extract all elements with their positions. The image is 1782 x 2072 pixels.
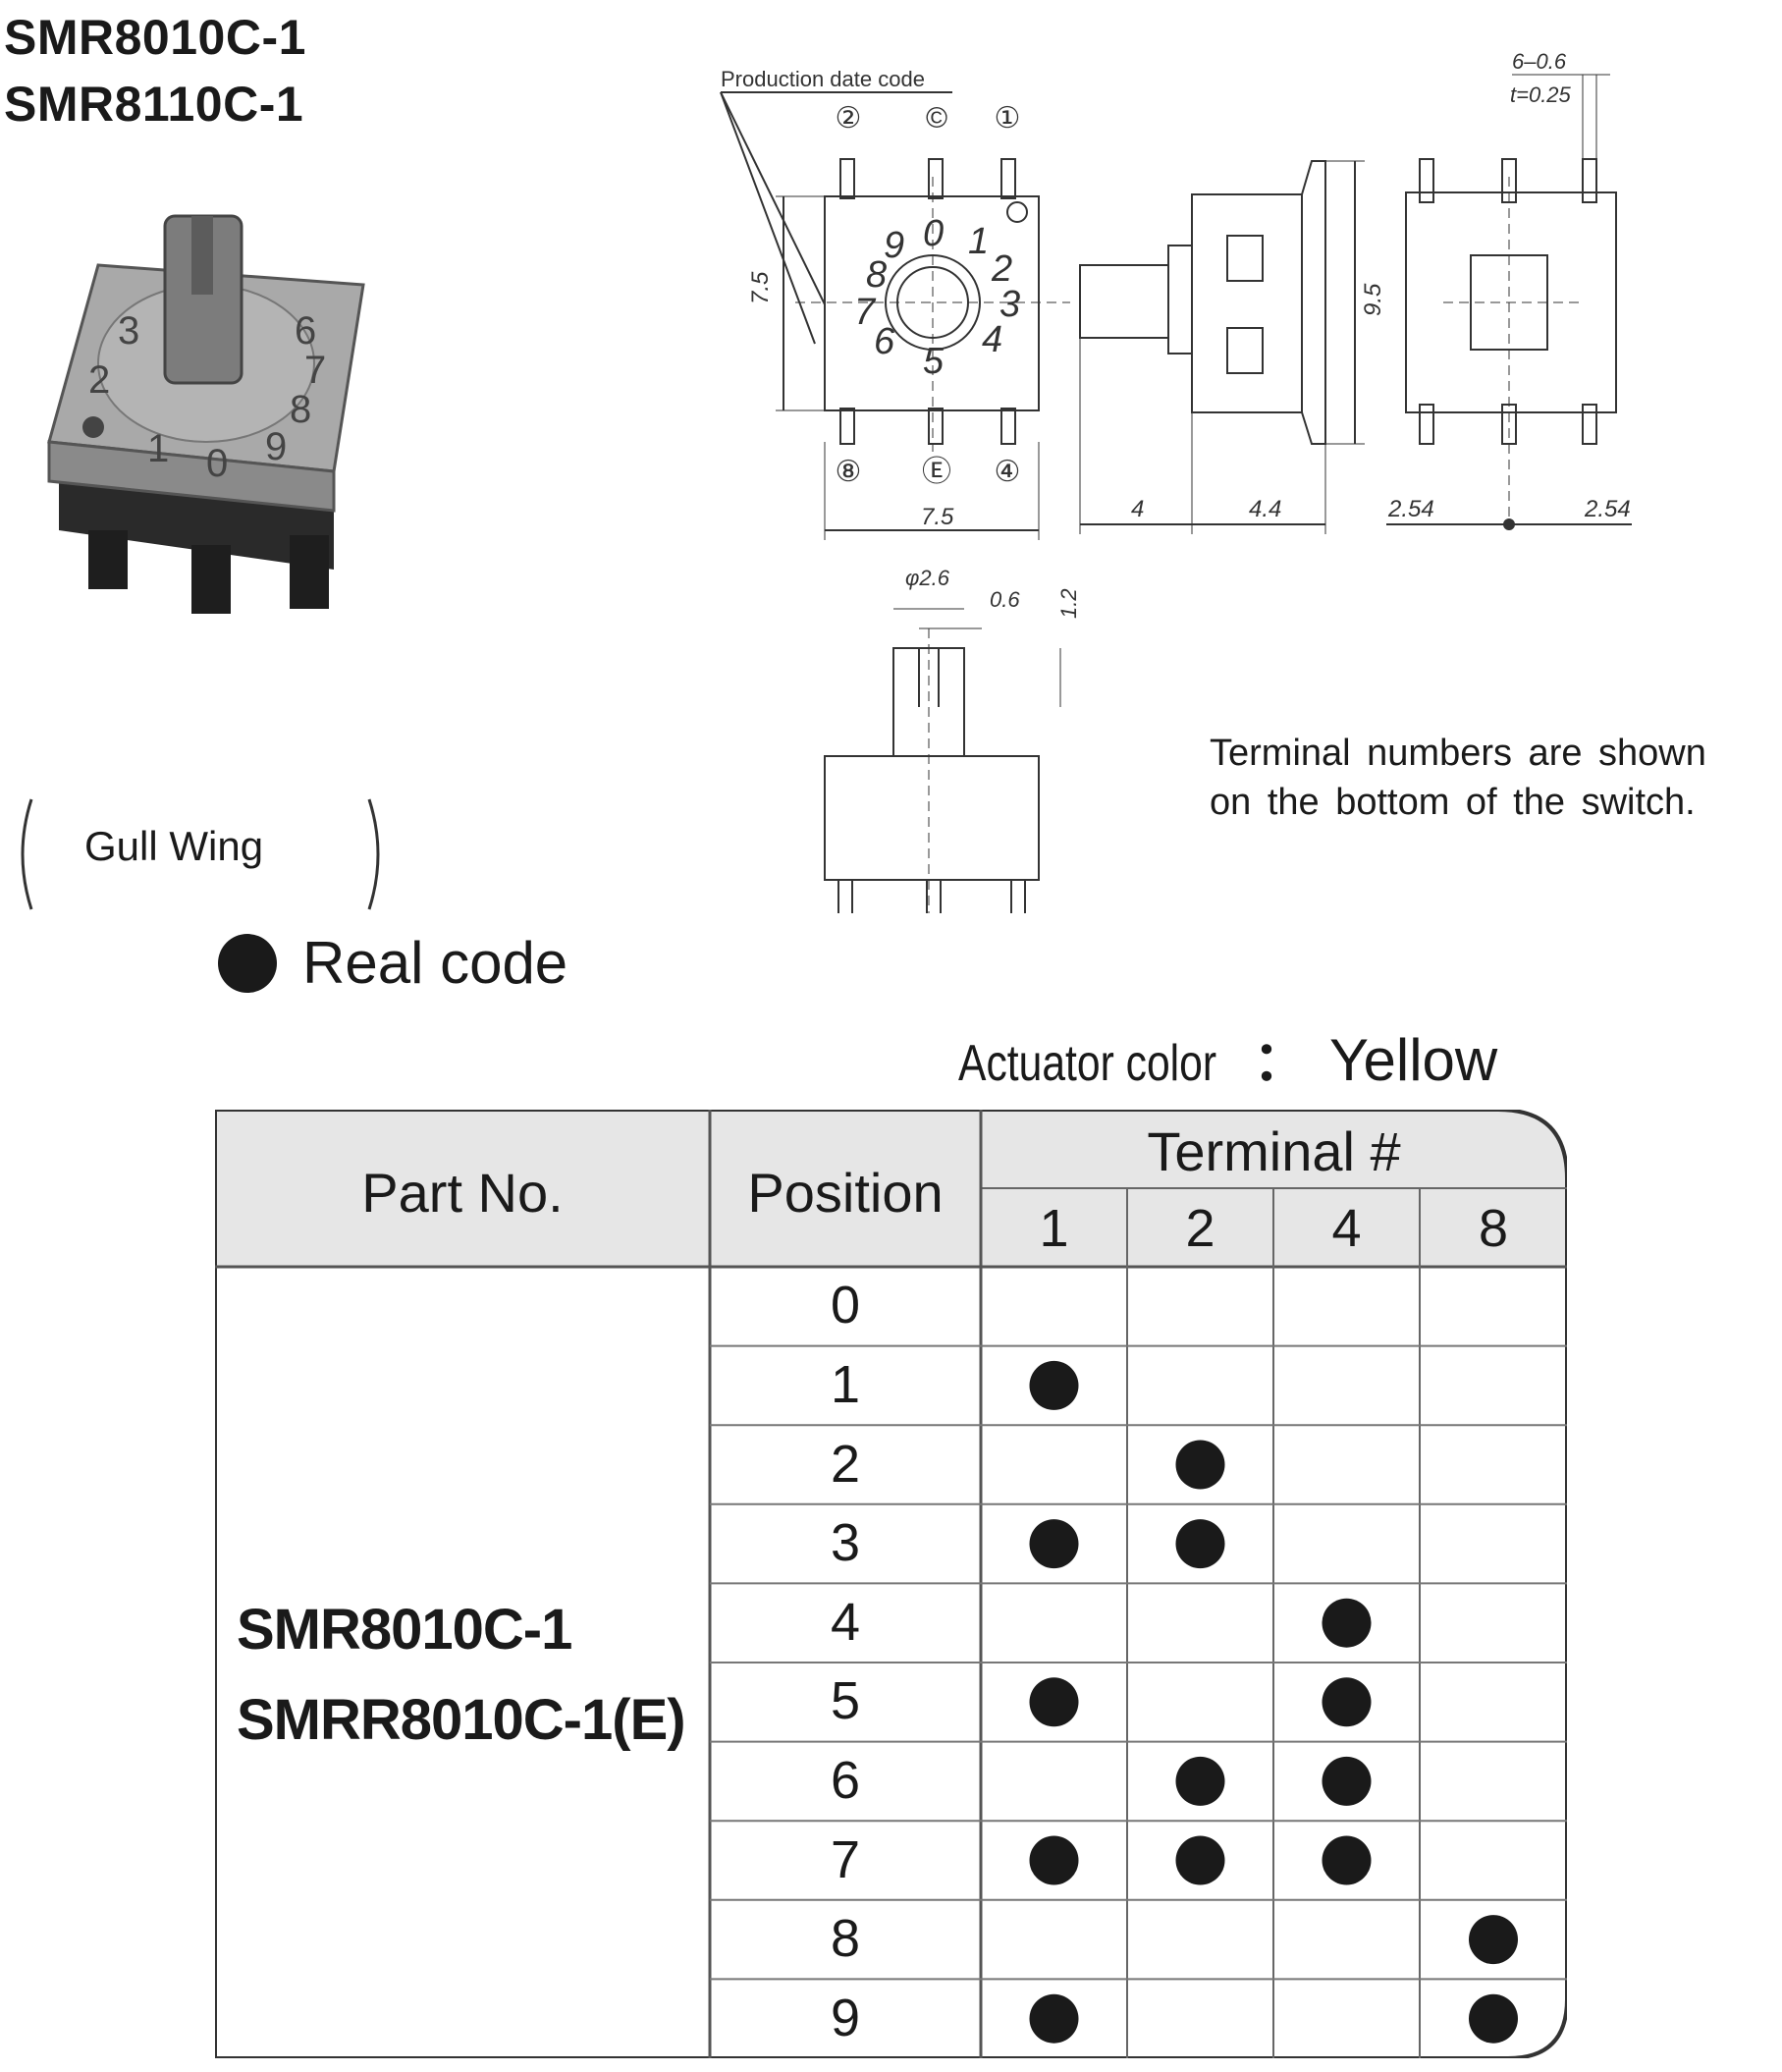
on-bit-marker	[1322, 1756, 1372, 1806]
part-number: SMRR8010C-1(E)	[237, 1688, 686, 1752]
on-bit-marker	[1029, 1677, 1079, 1727]
dimension-label: 6–0.6	[1512, 49, 1567, 74]
on-bit-marker	[1469, 1915, 1518, 1965]
svg-text:1: 1	[968, 221, 989, 262]
svg-text:9: 9	[884, 225, 904, 266]
model-list: SMR8010C-1 SMR8110C-1	[4, 4, 306, 137]
terminal-label: Ⓔ	[922, 456, 951, 488]
dimension-label: 1.2	[1056, 588, 1081, 619]
terminal-label: ①	[995, 102, 1021, 135]
terminal-label: ④	[995, 456, 1021, 488]
row-position: 3	[830, 1513, 861, 1573]
svg-text:5: 5	[923, 341, 945, 382]
real-code-label: Real code	[302, 930, 568, 996]
part-number: SMR8010C-1	[237, 1598, 572, 1662]
on-bit-marker	[1029, 1993, 1079, 2044]
header-terminal: Terminal #	[1147, 1120, 1401, 1182]
dimension-label: t=0.25	[1510, 82, 1572, 107]
actuator-separator: ：	[1253, 1030, 1308, 1092]
on-bit-marker	[1322, 1835, 1372, 1885]
dimension-label: 9.5	[1360, 283, 1386, 316]
actuator-color: Actuator color ： Yellow	[958, 1017, 1497, 1097]
row-position: 4	[830, 1592, 861, 1652]
on-bit-marker	[1175, 1756, 1225, 1806]
header-terminal-num: 1	[1039, 1199, 1069, 1258]
dimension-label: 0.6	[990, 587, 1020, 612]
terminal-note: Terminal numbers are shown on the bottom…	[1210, 729, 1706, 827]
svg-text:0: 0	[206, 442, 228, 485]
row-position: 5	[830, 1671, 861, 1731]
svg-text:6: 6	[874, 321, 895, 362]
row-position: 1	[830, 1354, 861, 1414]
row-position: 2	[830, 1434, 861, 1494]
svg-text:8: 8	[290, 388, 311, 431]
svg-text:7: 7	[304, 349, 326, 392]
dimension-label: 4.4	[1249, 496, 1281, 522]
dimension-label: 7.5	[747, 271, 774, 304]
dimension-label: 2.54	[1584, 496, 1631, 522]
header-terminal-num: 4	[1331, 1199, 1362, 1258]
svg-text:8: 8	[866, 254, 887, 296]
terminal-label: ⑧	[836, 456, 862, 488]
dimension-label: 7.5	[921, 504, 954, 530]
row-position: 8	[830, 1909, 861, 1969]
on-bit-marker	[1175, 1519, 1225, 1569]
real-code-heading: Real code	[218, 929, 567, 997]
svg-text:0: 0	[923, 213, 944, 254]
svg-text:2: 2	[991, 248, 1012, 290]
on-bit-marker	[1175, 1440, 1225, 1490]
production-code-label: Production date code	[721, 67, 925, 91]
header-position: Position	[747, 1162, 944, 1224]
svg-text:1: 1	[147, 427, 169, 470]
row-position: 6	[830, 1750, 861, 1810]
header-terminal-num: 2	[1185, 1199, 1215, 1258]
code-table: Part No. Position Terminal # 1 2 4 8 SMR…	[215, 1110, 1567, 2058]
svg-text:9: 9	[265, 425, 287, 468]
model-name: SMR8010C-1	[4, 10, 306, 65]
note-line: Terminal numbers are shown	[1210, 733, 1706, 774]
actuator-label: Actuator color	[958, 1035, 1217, 1092]
header-terminal-num: 8	[1478, 1199, 1509, 1258]
row-position: 0	[830, 1276, 861, 1336]
svg-text:6: 6	[295, 309, 316, 353]
dimension-label: 2.54	[1387, 496, 1434, 522]
mount-type: Gull Wing	[84, 823, 264, 869]
on-bit-marker	[1322, 1598, 1372, 1648]
svg-text:3: 3	[118, 309, 139, 353]
row-position: 7	[830, 1829, 861, 1889]
svg-text:4: 4	[982, 319, 1002, 360]
model-name: SMR8110C-1	[4, 77, 304, 132]
table-grid	[215, 1110, 1567, 2058]
header-part-no: Part No.	[361, 1162, 564, 1224]
svg-text:2: 2	[88, 358, 110, 402]
row-position: 9	[830, 1988, 861, 2047]
dimension-label: φ2.6	[905, 566, 950, 590]
on-bit-marker	[1029, 1835, 1079, 1885]
svg-text:7: 7	[854, 292, 877, 333]
on-bit-marker	[1469, 1993, 1518, 2044]
part-number-list: SMR8010C-1 SMRR8010C-1(E)	[237, 1585, 686, 1766]
bullet-icon	[218, 933, 277, 993]
note-line: on the bottom of the switch.	[1210, 782, 1696, 823]
on-bit-marker	[1322, 1677, 1372, 1727]
terminal-label: ©	[926, 102, 947, 135]
svg-text:3: 3	[999, 284, 1020, 325]
on-bit-marker	[1175, 1835, 1225, 1885]
dimension-label: 4	[1131, 496, 1144, 522]
on-bit-marker	[1029, 1519, 1079, 1569]
mount-type-brackets	[21, 798, 380, 910]
actuator-value: Yellow	[1329, 1027, 1498, 1093]
terminal-label: ②	[836, 102, 862, 135]
on-bit-marker	[1029, 1360, 1079, 1410]
